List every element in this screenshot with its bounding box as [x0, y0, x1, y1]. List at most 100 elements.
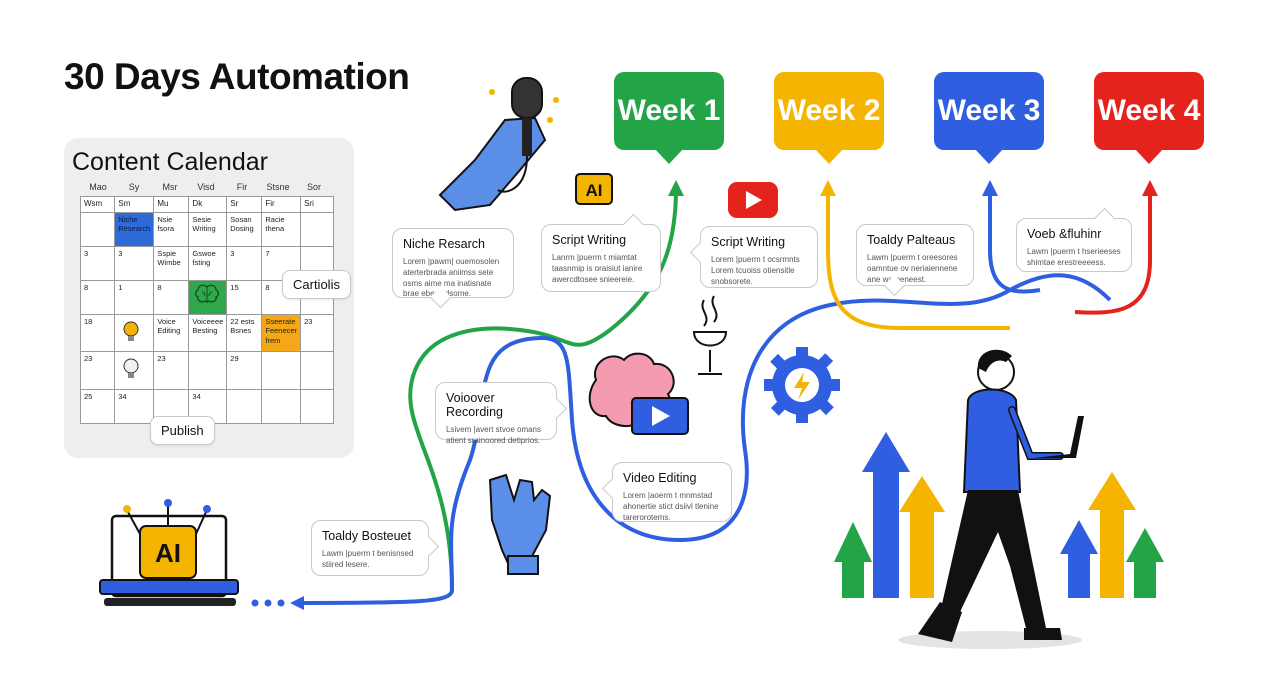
- gear-icon: [764, 347, 840, 423]
- calendar-cell: Sosan Dosing: [226, 212, 263, 247]
- card-body: Lawm |puerm t benisnsed stiired lesere.: [322, 549, 414, 569]
- calendar-cell: 3: [226, 246, 263, 281]
- week-2-badge: Week 2: [774, 72, 884, 164]
- day-label: Mao: [89, 182, 107, 192]
- microphone-stand-icon: [692, 295, 728, 375]
- content-calendar: Content Calendar Mao Sy Msr Visd Fir Sts…: [64, 138, 354, 458]
- red-arrow-head: [1142, 180, 1158, 196]
- growth-arrows-icon: [834, 432, 1164, 598]
- yellow-path: [826, 188, 1010, 330]
- day-label: Sor: [306, 182, 321, 192]
- card-body: Lsivem |avert stvoe omans atient srainoo…: [446, 425, 542, 445]
- calendar-day-header: Mao Sy Msr Visd Fir Stsne Sor: [80, 182, 332, 192]
- card-niche-research: Niche Resarch Lorem |pawm| ouemosolen at…: [392, 228, 514, 309]
- day-label: Visd: [197, 182, 215, 192]
- brain-video-icon: [588, 352, 689, 435]
- calendar-cell: 18: [79, 313, 116, 353]
- robot-hand-microphone-icon: [438, 77, 559, 212]
- calendar-cell: Sesie Writing: [188, 212, 228, 247]
- calendar-cell: Racie thena: [261, 212, 302, 247]
- day-label: Sy: [128, 182, 140, 192]
- card-toaldy-palteaus: Toaldy Palteaus Lawm |puerm t oreesores …: [856, 224, 974, 297]
- day-label: Msr: [162, 182, 178, 192]
- youtube-icon: [728, 182, 778, 218]
- calendar-cell: 29: [226, 351, 263, 390]
- calendar-cell: 25: [79, 388, 116, 424]
- card-toaldy-bosteuet: Toaldy Bosteuet Lawm |puerm t benisnsed …: [311, 520, 440, 576]
- calendar-cell: [261, 388, 302, 424]
- red-path: [1074, 188, 1152, 315]
- calendar-cell: Wsm: [79, 196, 116, 213]
- calendar-cell: [300, 212, 334, 247]
- calendar-cell: 23: [79, 351, 116, 390]
- ai-laptop-icon: [99, 499, 239, 606]
- calendar-cell: 3: [114, 246, 155, 281]
- card-title: Toaldy Bosteuet: [322, 529, 411, 543]
- card-body: Lawm |puerm t hserieeses shimtae erestre…: [1027, 247, 1121, 267]
- card-voiceover-recording: Voioover Recording Lsivem |avert stvoe o…: [435, 382, 568, 445]
- card-title: Script Writing: [552, 233, 627, 247]
- card-title: Script Writing: [711, 235, 786, 249]
- cartolis-tag: Cartiolis: [282, 270, 351, 299]
- calendar-cell: [79, 212, 116, 247]
- card-title: Voeb &fluhinr: [1027, 227, 1102, 241]
- calendar-cell-bulb: [114, 313, 155, 353]
- card-title: Niche Resarch: [403, 237, 485, 251]
- calendar-cell: 1: [114, 280, 155, 315]
- calendar-cell-bulb: [114, 351, 155, 390]
- card-video-editing: Video Editing Lorem |aoerm t mnmstad aho…: [601, 462, 732, 522]
- card-title: Voioover Recording: [446, 391, 503, 419]
- card-body: Lorem |pawm| ouemosolen aterterbrada ani…: [403, 257, 500, 299]
- calendar-cell: Gswoe fsting: [188, 246, 228, 281]
- dashed-arrow: [299, 589, 454, 605]
- calendar-row: 23 23 29: [79, 351, 334, 390]
- calendar-cell: Nsie fsora: [153, 212, 190, 247]
- lightbulb-icon: [123, 321, 139, 341]
- calendar-cell: Voice Editing: [153, 313, 190, 353]
- ai-badge-label: AI: [586, 181, 603, 200]
- week-3-badge: Week 3: [934, 72, 1044, 164]
- day-label: Fir: [236, 182, 248, 192]
- calendar-cell: [300, 388, 334, 424]
- ai-laptop-label: AI: [155, 538, 181, 568]
- calendar-cell: Sspie Wimbe: [153, 246, 190, 281]
- day-label: Stsne: [266, 182, 290, 192]
- calendar-row: 18 Voice Editing Voiceeee Besting 22 est…: [79, 313, 334, 353]
- calendar-cell: 22 ests Bsnes: [226, 313, 263, 353]
- calendar-cell: [188, 351, 228, 390]
- card-body: Lawm |puerm t oreesores oamntue ov neria…: [867, 253, 958, 284]
- card-script-writing-1: Script Writing Lanrm |puerm t miamtat ta…: [541, 213, 661, 292]
- calendar-cell: 3: [79, 246, 116, 281]
- calendar-row: Wsm Sm Mu Dk Sr Fir Sri: [79, 196, 334, 213]
- person-laptop-icon: [898, 349, 1084, 649]
- calendar-cell: 23: [153, 351, 190, 390]
- page-title: 30 Days Automation: [64, 56, 410, 97]
- card-body: Lorem |puerm t ocsrmnts Lorem tcuoiss ot…: [711, 255, 800, 286]
- dashed-arrow-head: [290, 596, 304, 610]
- calendar-cell: [300, 351, 334, 390]
- week-1-badge: Week 1: [614, 72, 724, 164]
- publish-tag: Publish: [150, 416, 215, 445]
- card-body: Lanrm |puerm t miamtat taasnmip is orais…: [552, 253, 643, 284]
- calendar-row: 3 3 Sspie Wimbe Gswoe fsting 3 7: [79, 246, 334, 281]
- robot-hand-icon: [488, 473, 552, 575]
- calendar-cell: [226, 388, 263, 424]
- green-arrow-head: [668, 180, 684, 196]
- calendar-cell-highlight: Niche Research: [114, 212, 155, 247]
- calendar-row: Niche Research Nsie fsora Sesie Writing …: [79, 212, 334, 247]
- lightbulb-icon: [123, 358, 139, 379]
- calendar-title: Content Calendar: [72, 148, 268, 176]
- calendar-cell: 34: [114, 388, 155, 424]
- card-title: Toaldy Palteaus: [867, 233, 956, 247]
- yellow-arrow-head: [820, 180, 836, 196]
- blue-arrow-head: [982, 180, 998, 196]
- brain-icon: [195, 284, 220, 303]
- calendar-cell: Sm: [114, 196, 155, 213]
- card-script-writing-2: Script Writing Lorem |puerm t ocsrmnts L…: [689, 226, 818, 288]
- card-title: Video Editing: [623, 471, 697, 485]
- calendar-cell-brain: [188, 280, 228, 315]
- card-body: Lorem |aoerm t mnmstad ahonertie stict d…: [623, 491, 719, 522]
- week-4-badge: Week 4: [1094, 72, 1204, 164]
- blue-week3-path: [988, 188, 1041, 294]
